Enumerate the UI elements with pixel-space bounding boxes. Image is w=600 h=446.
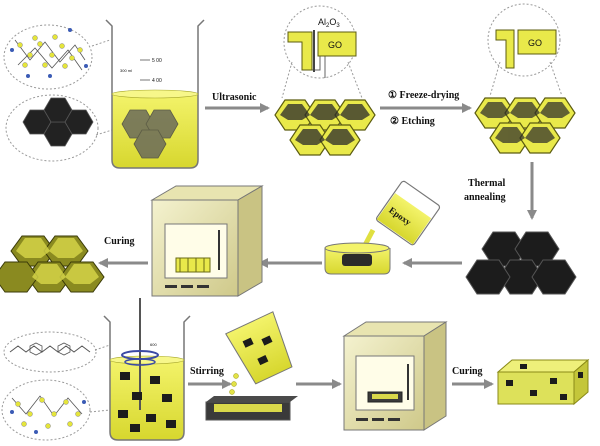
cured-honeycomb-composite [0, 235, 105, 293]
go-label-2: GO [528, 38, 542, 48]
curing-oven-bottom [342, 321, 448, 431]
label-thermal: Thermal [468, 178, 505, 189]
label-curing-top: Curing [104, 236, 135, 247]
chain-molecule-zoom [3, 331, 97, 373]
cured-composite-block [496, 358, 590, 406]
label-ultrasonic: Ultrasonic [212, 92, 257, 103]
go-honeycomb-etched [474, 97, 576, 154]
go-honeycomb-al2o3 [274, 99, 376, 156]
beaker-mark-b: 600 [150, 342, 157, 347]
label-stirring: Stirring [190, 366, 224, 377]
beaker-stirring: 600 [103, 298, 191, 441]
graphene-oxide-molecule [3, 24, 93, 90]
epoxy-dish [324, 242, 391, 275]
beaker-mark-500: 5 00 [152, 58, 162, 64]
beaker-mark-300: 300 ml [120, 68, 132, 73]
go-label-1: GO [328, 40, 342, 50]
go-zoom: GO [487, 3, 561, 77]
black-honeycomb-zoom [5, 94, 99, 162]
al2o3-label: Al2O3 [318, 17, 340, 29]
black-honeycomb-annealed [465, 231, 577, 295]
label-etching: ② Etching [390, 116, 435, 127]
label-annealing: annealing [464, 192, 506, 203]
pouring-mixture [205, 311, 298, 421]
beaker-mark-400: 4 00 [152, 78, 162, 84]
beaker-ultrasonic: 5 00 4 00 300 ml [105, 19, 205, 169]
curing-oven-top [150, 185, 264, 297]
label-curing-bottom: Curing [452, 366, 483, 377]
graphene-molecule-zoom-2 [1, 379, 91, 441]
al2o3-go-zoom: Al2O3 GO [283, 5, 357, 79]
label-freeze-drying: ① Freeze-drying [388, 90, 459, 101]
